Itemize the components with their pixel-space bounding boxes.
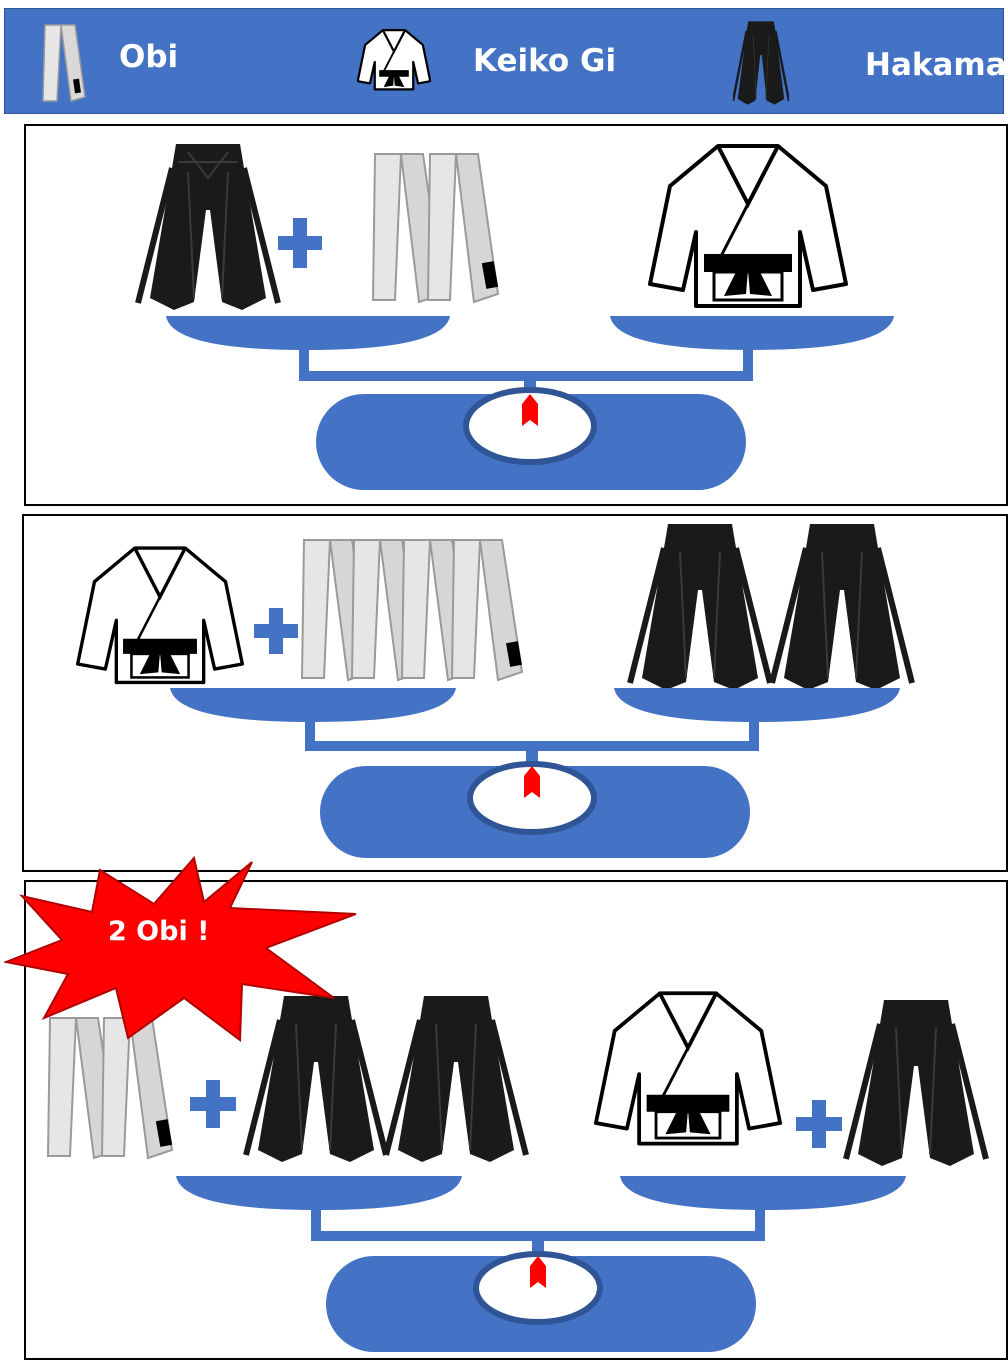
plus-icon <box>796 1100 842 1148</box>
hakama-item <box>138 144 278 310</box>
plus-icon <box>190 1080 236 1128</box>
legend-keiko-gi: Keiko Gi <box>357 9 627 113</box>
legend-obi: Obi <box>41 9 191 113</box>
scale-panel-2 <box>22 514 1008 872</box>
scale-structure <box>176 1176 906 1352</box>
legend-hakama-label: Hakama <box>865 47 1007 83</box>
callout-text: 2 Obi ! <box>108 916 209 947</box>
obi-icon <box>41 23 87 103</box>
callout-burst: 2 Obi ! <box>4 856 364 1046</box>
legend-bar: Obi Keiko Gi Hakama <box>4 8 1004 114</box>
legend-obi-label: Obi <box>119 39 178 75</box>
balance-scale-2 <box>24 516 1008 874</box>
keiko-gi-icon <box>357 25 431 93</box>
obi-item <box>428 154 498 302</box>
obi-item <box>452 540 522 680</box>
scale-structure <box>170 688 900 858</box>
plus-icon <box>254 608 298 654</box>
balance-scale-1 <box>26 126 1008 508</box>
hakama-item <box>772 524 912 690</box>
hakama-icon <box>733 19 789 107</box>
plus-icon <box>278 218 322 268</box>
keiko-gi-item <box>650 146 846 306</box>
legend-hakama: Hakama <box>733 9 1001 113</box>
starburst-shape <box>4 856 364 1046</box>
legend-keiko-gi-label: Keiko Gi <box>473 43 616 79</box>
keiko-gi-item <box>596 993 780 1143</box>
scale-structure <box>166 316 894 490</box>
scale-panel-1 <box>24 124 1008 506</box>
hakama-item <box>846 1000 986 1166</box>
keiko-gi-item <box>78 548 243 682</box>
hakama-item <box>630 524 770 690</box>
hakama-item <box>386 996 526 1162</box>
